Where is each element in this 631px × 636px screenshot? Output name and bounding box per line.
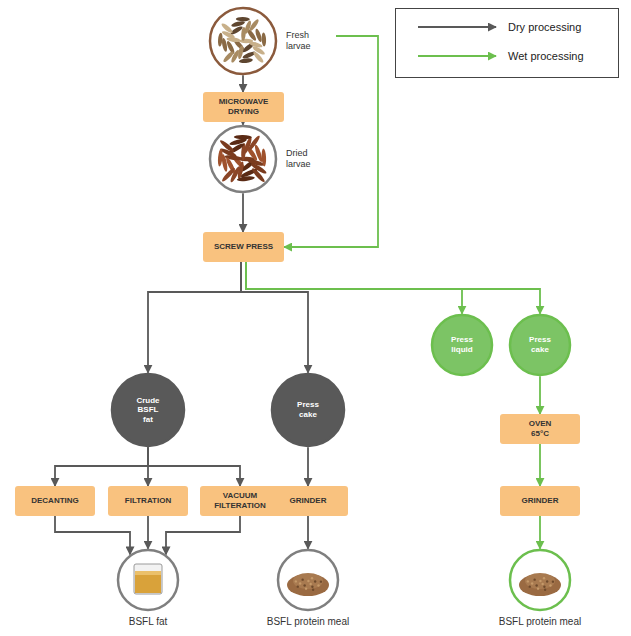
node-label: Fresh larvae: [286, 30, 330, 52]
circle-shape: [112, 374, 184, 446]
flow-arrow: [242, 122, 244, 125]
flow-arrow: [55, 447, 148, 486]
flow-arrow: [148, 447, 240, 486]
legend-label: Wet processing: [508, 47, 584, 65]
node-label: GRINDER: [290, 496, 327, 506]
legend-label: Dry processing: [508, 18, 581, 36]
circle-shape: [210, 126, 276, 192]
circle-outline: [206, 6, 336, 76]
product-illustration: [217, 135, 267, 184]
flow-arrow: [539, 444, 541, 486]
product-circle: BSFL protein meal: [480, 550, 600, 634]
circle-shape: [510, 550, 570, 610]
process-box: DECANTING: [15, 486, 95, 516]
flow-arrow: [242, 193, 244, 232]
circle-shape: [278, 550, 338, 610]
node-label: Dried larvae: [286, 148, 330, 170]
process-box: GRINDER: [500, 486, 580, 516]
flow-arrow: [539, 376, 541, 414]
node-label: GRINDER: [522, 496, 559, 506]
node-label: OVEN 65°C: [525, 419, 555, 438]
legend-line: [416, 47, 500, 65]
flow-arrow: [246, 262, 540, 314]
flow-arrow: [539, 516, 541, 549]
flow-arrow: [242, 75, 244, 92]
node-label: DECANTING: [31, 496, 79, 506]
node-label: BSFL protein meal: [248, 616, 368, 628]
process-box: FILTRATION: [108, 486, 188, 516]
process-box: MICROWAVE DRYING: [203, 92, 284, 122]
product-illustration: [519, 573, 561, 596]
process-box: OVEN 65°C: [500, 414, 580, 444]
node-label: BSFL fat: [88, 616, 208, 628]
node-label: SCREW PRESS: [214, 242, 273, 252]
node-label: Press cake: [524, 335, 556, 354]
flow-arrow: [166, 516, 240, 555]
flow-arrow: [246, 262, 462, 314]
stage-circle: Press cake: [272, 374, 344, 446]
circle-shape: [272, 374, 344, 446]
process-box: GRINDER: [268, 486, 348, 516]
stage-circle: Press liquid: [432, 315, 492, 375]
product-circle: BSFL fat: [88, 550, 208, 634]
circle-shape: [118, 550, 178, 610]
circle-shape: [510, 315, 570, 375]
legend-entry: Dry processing: [396, 18, 618, 36]
legend-line: [416, 18, 500, 36]
flow-arrow: [55, 516, 130, 555]
product-illustration: [217, 17, 266, 64]
node-label: MICROWAVE DRYING: [216, 97, 272, 116]
product-illustration: [134, 564, 162, 594]
circle-shape: [432, 315, 492, 375]
node-label: Press liquid: [446, 335, 478, 354]
product-circle: BSFL protein meal: [248, 550, 368, 634]
flow-arrow: [307, 447, 309, 486]
node-label: Crude BSFL fat: [132, 396, 164, 425]
circle-shape: [210, 8, 276, 74]
node-label: VACUUM FILTERATION: [212, 491, 268, 510]
node-label: FILTRATION: [125, 496, 171, 506]
product-illustration: [287, 573, 329, 596]
flow-arrow: [284, 36, 378, 247]
flow-arrow: [241, 262, 308, 373]
product-circle: Dried larvae: [210, 126, 330, 192]
process-box: SCREW PRESS: [203, 232, 284, 262]
flow-arrow: [148, 262, 241, 373]
flow-arrow: [147, 516, 149, 549]
flow-arrow: [307, 516, 309, 549]
circle-outline: [210, 126, 330, 192]
product-circle: Fresh larvae: [206, 6, 336, 76]
stage-circle: Crude BSFL fat: [112, 374, 184, 446]
node-label: BSFL protein meal: [480, 616, 600, 628]
node-label: Press cake: [292, 400, 324, 419]
legend-entry: Wet processing: [396, 47, 618, 65]
legend-box: Dry processingWet processing: [395, 8, 619, 78]
stage-circle: Press cake: [510, 315, 570, 375]
